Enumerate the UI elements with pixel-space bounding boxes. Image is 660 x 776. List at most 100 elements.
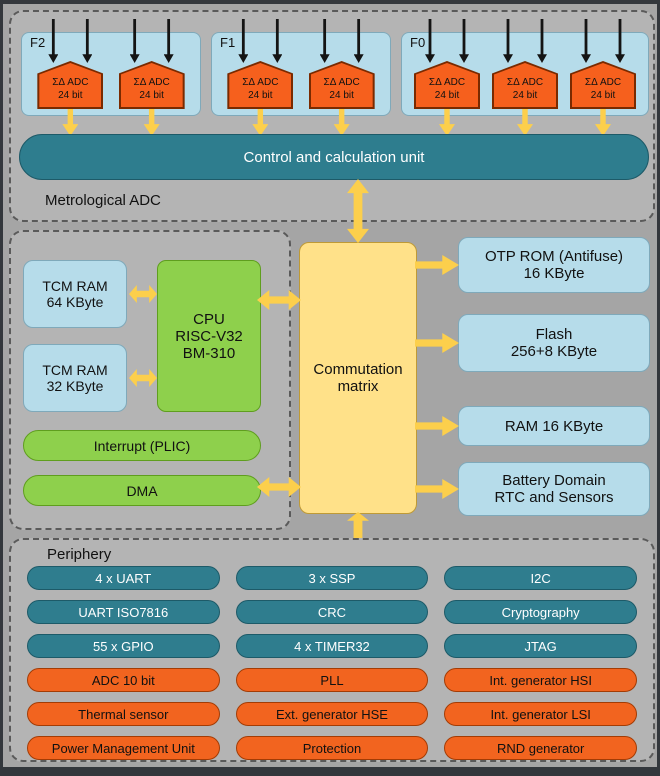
adc-output-arrow-icon <box>595 109 611 136</box>
interrupt-plic-block: Interrupt (PLIC) <box>23 430 261 461</box>
tcm-ram-64-block: TCM RAM 64 KByte <box>23 260 127 328</box>
adc-row: ΣΔ ADC 24 bit ΣΔ ADC 24 bit <box>212 19 390 136</box>
periphery-pill-i2c: I2C <box>444 566 637 590</box>
adc-output-arrow-icon <box>143 109 160 136</box>
periphery-pill-uart: 4 x UART <box>27 566 220 590</box>
periphery-pill-crc: CRC <box>235 600 429 624</box>
arrow-tcm64-cpu-icon <box>129 285 157 303</box>
periphery-pill-adc10: ADC 10 bit <box>27 668 220 692</box>
adc-label-line2: 24 bit <box>512 89 538 101</box>
periphery-section: Periphery 4 x UART 3 x SSP I2C UART ISO7… <box>9 538 655 762</box>
input-arrow-icon <box>615 19 625 63</box>
periphery-pill-crypto: Cryptography <box>444 600 637 624</box>
metrological-adc-label: Metrological ADC <box>45 192 161 209</box>
input-arrow-icon <box>425 19 435 63</box>
cpu-block: CPU RISC-V32 BM-310 <box>157 260 261 412</box>
adc-label-line1: ΣΔ ADC <box>133 77 170 88</box>
periphery-pill-uart-iso: UART ISO7816 <box>27 600 220 624</box>
dma-block: DMA <box>23 475 261 506</box>
periphery-pill-rnd: RND generator <box>444 736 637 760</box>
periphery-pill-jtag: JTAG <box>444 634 637 658</box>
adc-group-f0-label: F0 <box>410 35 426 50</box>
tcm-ram-32-block: TCM RAM 32 KByte <box>23 344 127 412</box>
input-arrow-icon <box>503 19 513 63</box>
adc-group-f2: F2 ΣΔ ADC 24 bit ΣΔ ADC 24 bit <box>21 19 201 136</box>
input-arrow-icon <box>319 19 330 63</box>
input-arrow-icon <box>537 19 547 63</box>
sigma-delta-adc-block: ΣΔ ADC 24 bit <box>37 61 104 109</box>
adc-group-f1: F1 ΣΔ ADC 24 bit ΣΔ ADC 24 bit <box>211 19 391 136</box>
arrow-matrix-dma-icon <box>257 477 301 497</box>
arrow-matrix-cpu-icon <box>257 290 301 310</box>
adc-label-line2: 24 bit <box>329 89 354 101</box>
adc-cell: ΣΔ ADC 24 bit <box>414 19 480 136</box>
input-arrow-icon <box>272 19 283 63</box>
adc-group-f2-label: F2 <box>30 35 46 50</box>
input-arrow-icon <box>353 19 364 63</box>
sigma-delta-adc-block: ΣΔ ADC 24 bit <box>570 61 636 109</box>
adc-label-line1: ΣΔ ADC <box>428 77 466 88</box>
ram-block: RAM 16 KByte <box>458 406 650 446</box>
adc-cell: ΣΔ ADC 24 bit <box>227 19 294 136</box>
sigma-delta-adc-block: ΣΔ ADC 24 bit <box>118 61 185 109</box>
periphery-pill-protection: Protection <box>235 736 429 760</box>
commutation-matrix-block: Commutation matrix <box>299 242 417 514</box>
adc-cell: ΣΔ ADC 24 bit <box>570 19 636 136</box>
periphery-label: Periphery <box>47 546 112 563</box>
adc-label-line1: ΣΔ ADC <box>242 77 279 88</box>
input-arrow-icon <box>48 19 59 63</box>
input-arrow-icon <box>459 19 469 63</box>
input-arrow-icon <box>163 19 174 63</box>
adc-output-arrow-icon <box>517 109 533 136</box>
adc-label-line1: ΣΔ ADC <box>584 77 622 88</box>
otp-rom-block: OTP ROM (Antifuse) 16 KByte <box>458 237 650 293</box>
adc-cell: ΣΔ ADC 24 bit <box>492 19 558 136</box>
sigma-delta-adc-block: ΣΔ ADC 24 bit <box>227 61 294 109</box>
adc-output-arrow-icon <box>252 109 269 136</box>
adc-row: ΣΔ ADC 24 bit ΣΔ ADC 24 bit <box>22 19 200 136</box>
input-arrow-icon <box>238 19 249 63</box>
periphery-grid: 4 x UART 3 x SSP I2C UART ISO7816 CRC Cr… <box>27 566 637 760</box>
adc-label-line2: 24 bit <box>248 89 273 101</box>
sigma-delta-adc-block: ΣΔ ADC 24 bit <box>492 61 558 109</box>
adc-output-arrow-icon <box>62 109 79 136</box>
periphery-pill-thermal: Thermal sensor <box>27 702 220 726</box>
periphery-pill-timer32: 4 x TIMER32 <box>235 634 429 658</box>
adc-output-arrow-icon <box>439 109 455 136</box>
periphery-pill-gpio: 55 x GPIO <box>27 634 220 658</box>
adc-label-line2: 24 bit <box>139 89 164 101</box>
arrow-matrix-otp-icon <box>415 255 459 275</box>
periphery-pill-hse: Ext. generator HSE <box>235 702 429 726</box>
adc-label-line1: ΣΔ ADC <box>506 77 544 88</box>
arrow-matrix-ram-icon <box>415 416 459 436</box>
periphery-pill-lsi: Int. generator LSI <box>444 702 637 726</box>
adc-output-arrow-icon <box>333 109 350 136</box>
periphery-pill-ssp: 3 x SSP <box>235 566 429 590</box>
input-arrow-icon <box>129 19 140 63</box>
input-arrow-icon <box>581 19 591 63</box>
arrow-matrix-flash-icon <box>415 333 459 353</box>
adc-label-line2: 24 bit <box>58 89 83 101</box>
adc-cell: ΣΔ ADC 24 bit <box>37 19 104 136</box>
sigma-delta-adc-block: ΣΔ ADC 24 bit <box>308 61 375 109</box>
battery-domain-block: Battery Domain RTC and Sensors <box>458 462 650 516</box>
flash-block: Flash 256+8 KByte <box>458 314 650 372</box>
metrological-adc-section: F2 ΣΔ ADC 24 bit ΣΔ ADC 24 bit <box>9 10 655 222</box>
cpu-subsystem-section: TCM RAM 64 KByte TCM RAM 32 KByte CPU RI… <box>9 230 291 530</box>
adc-label-line2: 24 bit <box>434 89 460 101</box>
arrow-tcm32-cpu-icon <box>129 369 157 387</box>
adc-cell: ΣΔ ADC 24 bit <box>308 19 375 136</box>
adc-label-line2: 24 bit <box>590 89 616 101</box>
adc-group-f0: F0 ΣΔ ADC 24 bit ΣΔ ADC 24 bit <box>401 19 649 136</box>
periphery-pill-pll: PLL <box>235 668 429 692</box>
input-arrow-icon <box>82 19 93 63</box>
periphery-pill-pmu: Power Management Unit <box>27 736 220 760</box>
adc-label-line1: ΣΔ ADC <box>52 77 89 88</box>
control-calculation-unit: Control and calculation unit <box>19 134 649 180</box>
periphery-pill-hsi: Int. generator HSI <box>444 668 637 692</box>
adc-cell: ΣΔ ADC 24 bit <box>118 19 185 136</box>
adc-group-f1-label: F1 <box>220 35 236 50</box>
adc-row: ΣΔ ADC 24 bit ΣΔ ADC 24 bit <box>402 19 648 136</box>
arrow-matrix-battery-icon <box>415 479 459 499</box>
